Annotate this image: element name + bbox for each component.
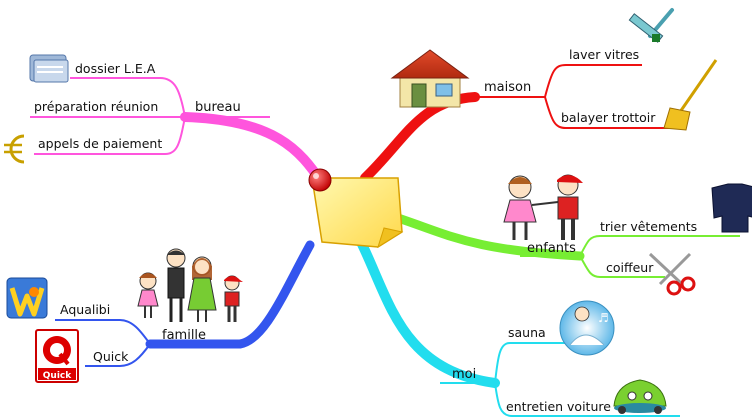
folder-icon <box>29 54 69 83</box>
branch-famille <box>55 240 315 367</box>
sticky-note-icon[interactable] <box>308 168 404 249</box>
leaf-label-vetements[interactable]: trier vêtements <box>600 219 697 234</box>
svg-text:♬: ♬ <box>598 311 609 325</box>
leaf-label-voiture[interactable]: entretien voiture <box>506 399 611 414</box>
branch-enfants <box>390 212 740 278</box>
leaf-label-paiement[interactable]: appels de paiement <box>38 136 162 151</box>
car-icon <box>613 379 667 414</box>
sweater-icon <box>711 183 752 233</box>
quick-logo-icon: Quick <box>35 329 79 383</box>
branch-bureau <box>30 77 327 188</box>
branch-moi <box>355 235 680 417</box>
sauna-icon: ♬ <box>559 300 615 356</box>
leaf-label-vitres[interactable]: laver vitres <box>569 47 639 62</box>
branch-label-bureau[interactable]: bureau <box>195 100 241 115</box>
branch-label-famille[interactable]: famille <box>162 328 206 343</box>
aqualibi-logo-icon <box>6 277 48 319</box>
branch-label-enfants[interactable]: enfants <box>527 241 576 256</box>
euro-icon <box>4 134 25 164</box>
scissors-icon <box>648 252 696 296</box>
leaf-label-coiffeur[interactable]: coiffeur <box>606 260 654 275</box>
leaf-label-trottoir[interactable]: balayer trottoir <box>561 110 656 125</box>
branch-label-maison[interactable]: maison <box>484 80 531 95</box>
leaf-label-sauna[interactable]: sauna <box>508 325 546 340</box>
leaf-label-dossier[interactable]: dossier L.E.A <box>75 61 156 76</box>
family-icon <box>137 248 243 322</box>
leaf-label-reunion[interactable]: préparation réunion <box>34 99 158 114</box>
branch-label-moi[interactable]: moi <box>452 367 476 382</box>
squeegee-icon <box>628 8 674 43</box>
leaf-label-quick[interactable]: Quick <box>93 349 129 364</box>
house-icon <box>390 49 470 108</box>
quick-logo-text: Quick <box>43 371 72 381</box>
broom-icon <box>663 59 718 131</box>
leaf-label-aqualibi[interactable]: Aqualibi <box>60 302 110 317</box>
children-icon <box>503 174 583 240</box>
